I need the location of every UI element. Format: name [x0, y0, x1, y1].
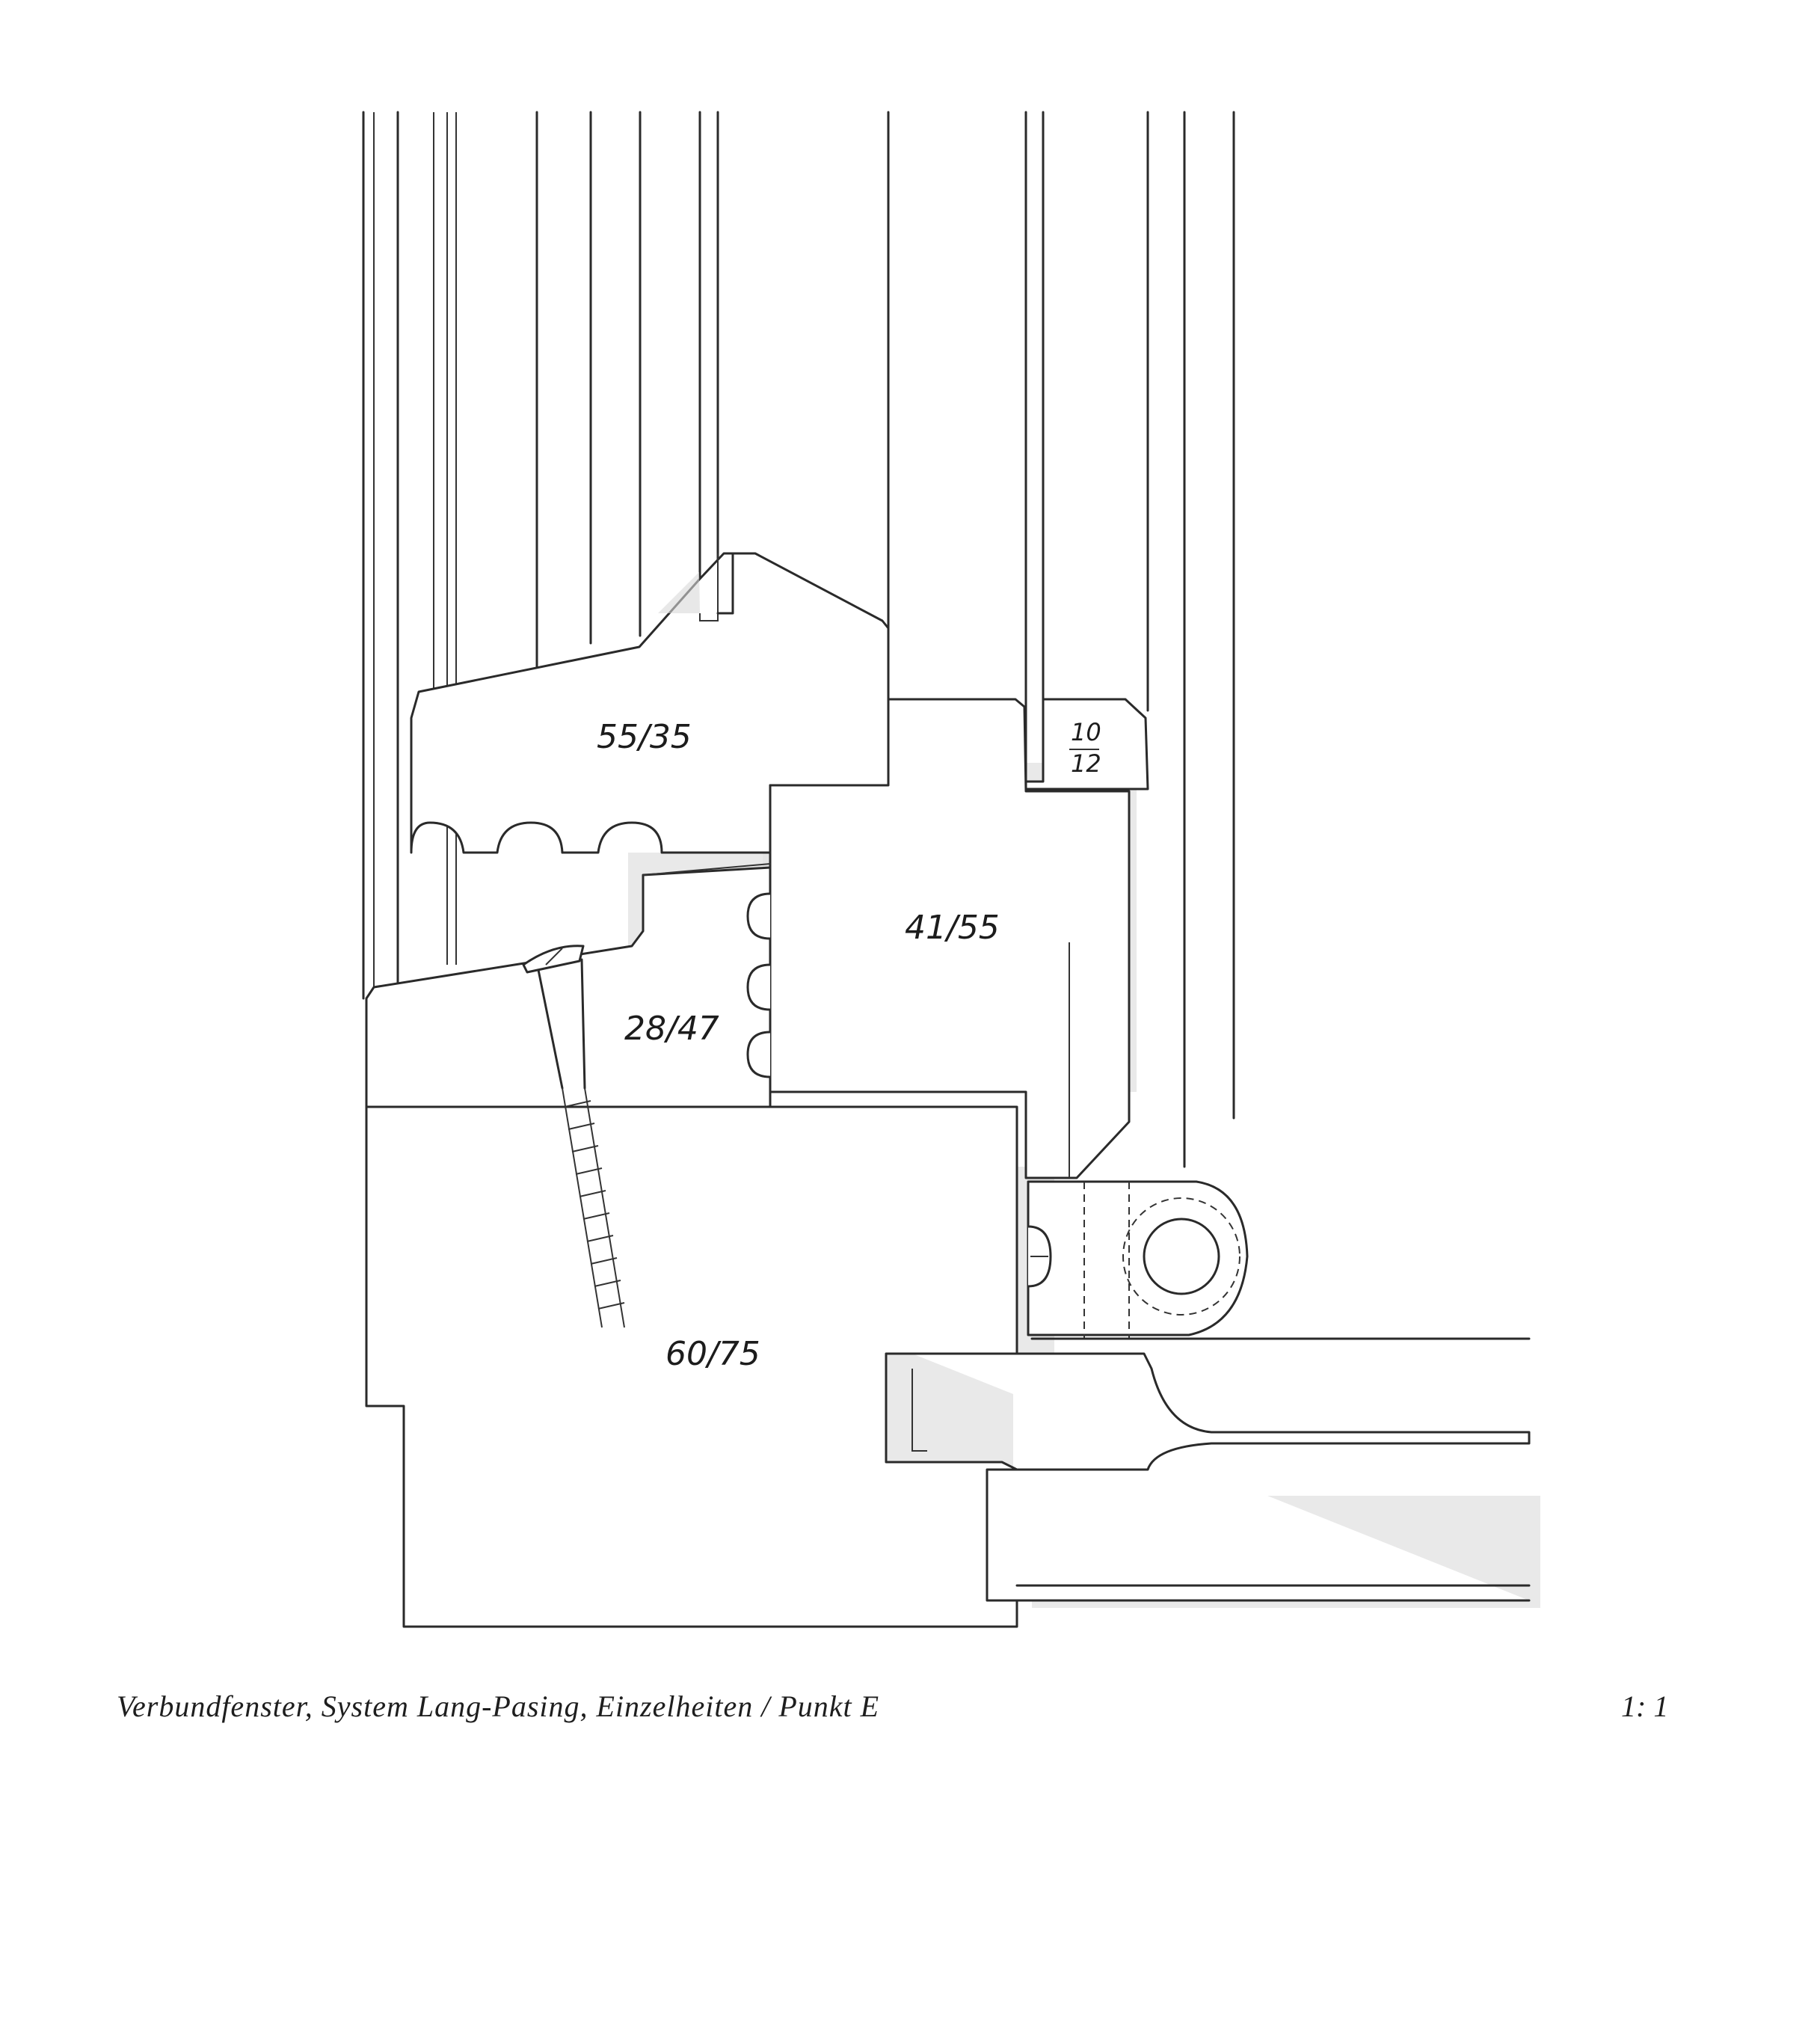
- inner-sash-label: 41/55: [905, 909, 1000, 947]
- glazing-bead-top: 10: [1071, 718, 1101, 746]
- glazing-bead: 10 12: [1024, 698, 1149, 791]
- screw: [522, 945, 625, 1328]
- main-frame-label: 60/75: [665, 1335, 760, 1373]
- glazing-bead-bottom: 12: [1071, 749, 1101, 778]
- sill-piece: 28/47: [365, 863, 772, 1108]
- inner-sash: 41/55: [769, 698, 1131, 1179]
- upper-sash: 55/35: [410, 552, 890, 854]
- sill-piece-label: 28/47: [624, 1010, 719, 1048]
- figure-caption: Verbundfenster, System Lang-Pasing, Einz…: [117, 1689, 880, 1723]
- upper-sash-label: 55/35: [597, 718, 692, 756]
- scale-label: 1: 1: [1621, 1689, 1669, 1723]
- lower-sash-profile: [912, 1337, 1531, 1602]
- hinge: [1027, 1180, 1249, 1339]
- screw-thread: [564, 1100, 625, 1310]
- main-frame: 60/75: [365, 1105, 1018, 1628]
